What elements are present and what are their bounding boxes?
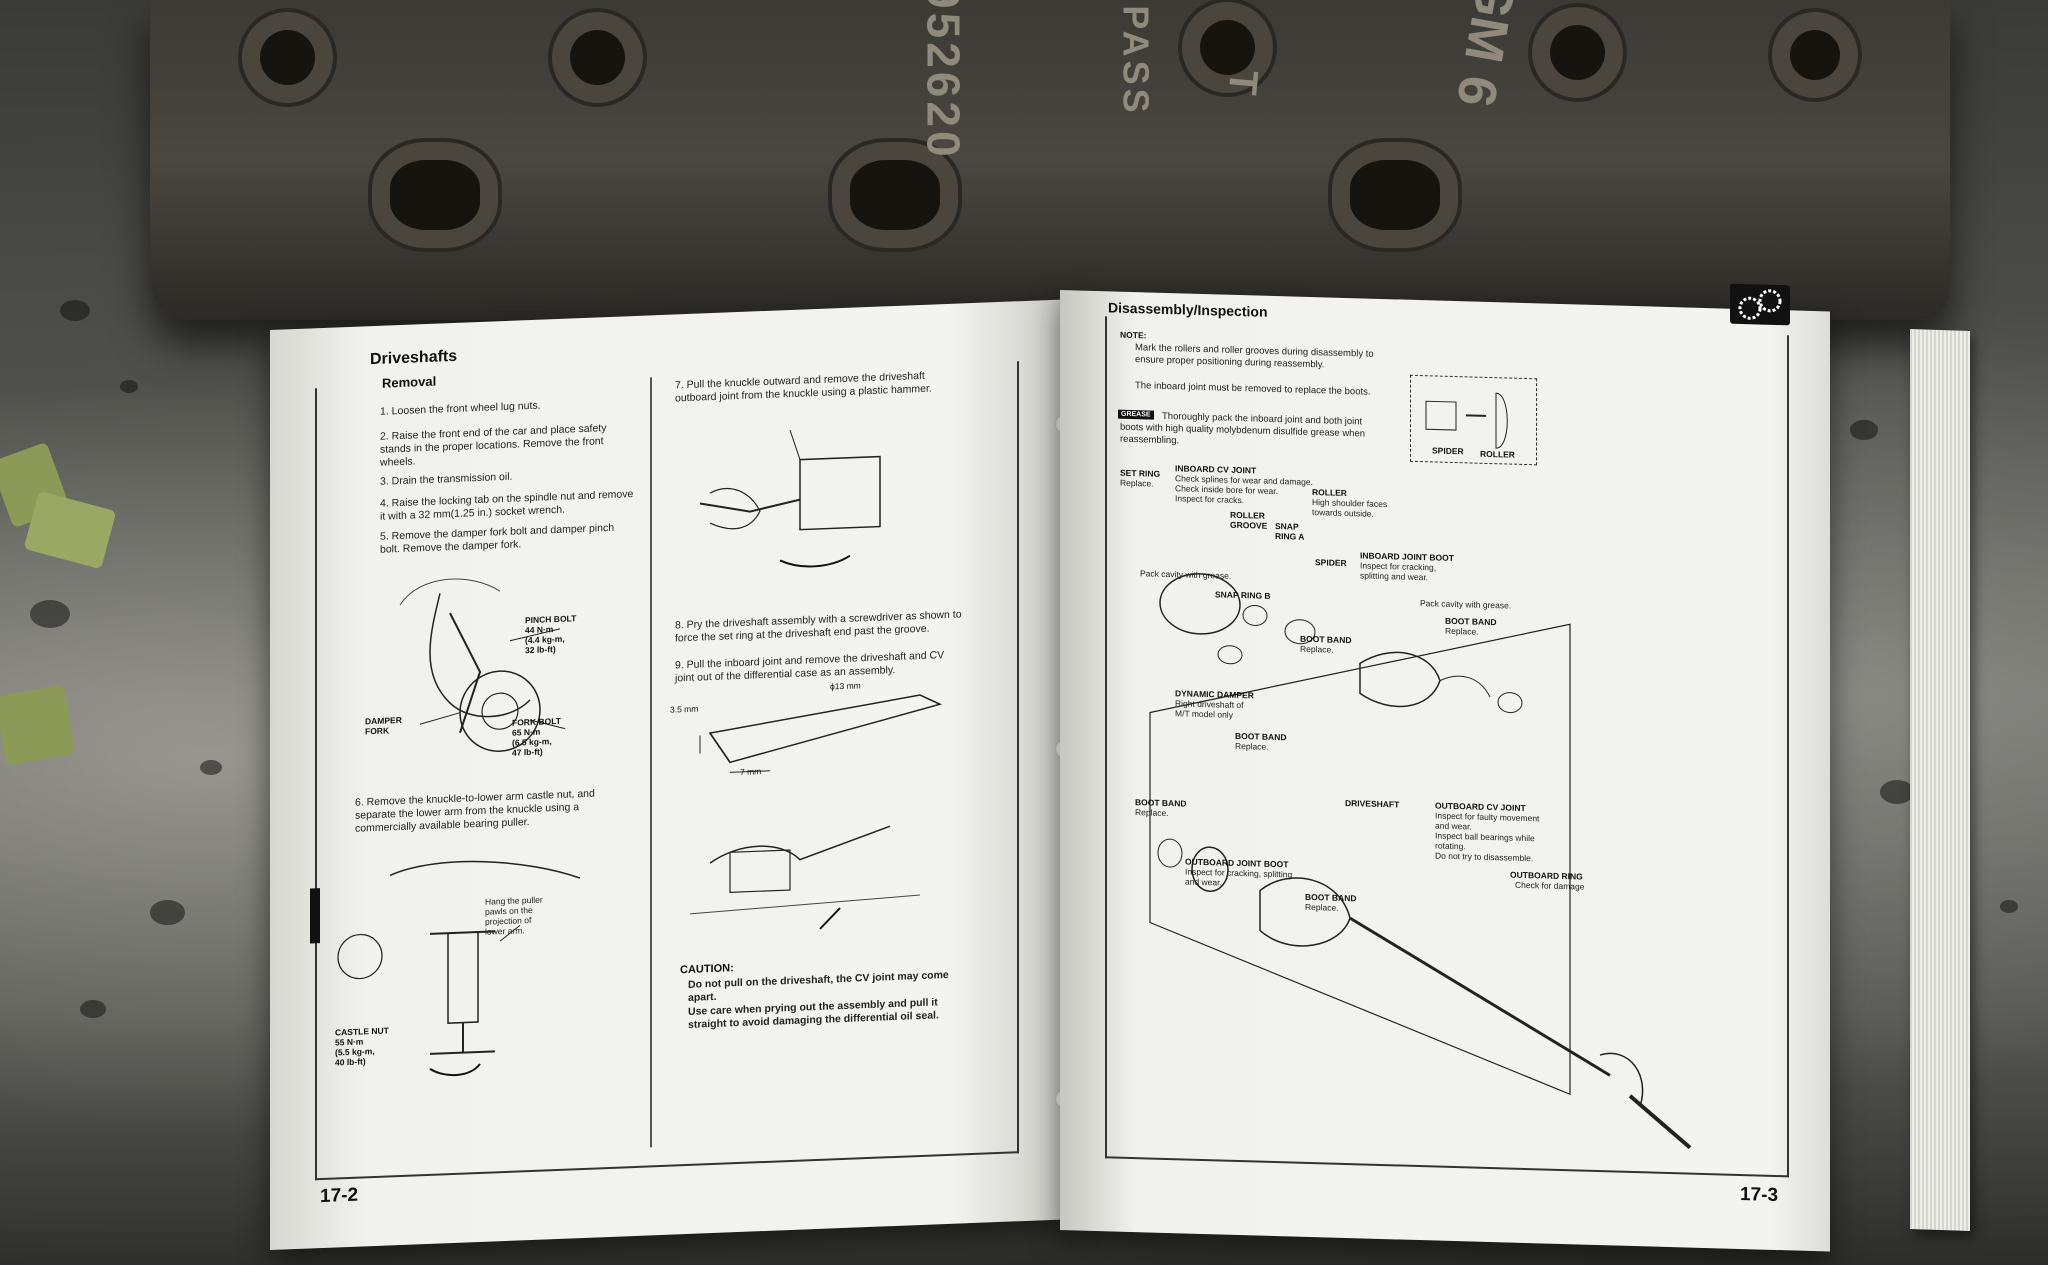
- label-boot-band-2-d: Replace.: [1300, 643, 1334, 655]
- knuckle-hammer-diagram: [699, 429, 881, 568]
- cv-joint-exploded-diagram: [1149, 573, 1692, 1150]
- port-opening: [390, 160, 480, 230]
- bolt-hole: [1200, 20, 1255, 75]
- label-pinch-bolt: PINCH BOLT 44 N·m (4.4 kg-m, 32 lb-ft): [525, 613, 577, 656]
- label-damper-fork: DAMPER FORK: [365, 714, 402, 737]
- right-page[interactable]: Disassembly/Inspection NOTE: Mark the ro…: [1060, 283, 1830, 1252]
- label-boot-band-1-d: Replace.: [1445, 625, 1479, 637]
- label-inboard-cv-d: Check splines for wear and damage. Check…: [1175, 473, 1313, 506]
- bench-stain: [200, 760, 222, 776]
- casting-number: 8952620: [917, 0, 970, 161]
- casting-gm: GM 6: [1445, 0, 1528, 112]
- casting-pass: PASS: [1115, 5, 1157, 117]
- section-title: Removal: [382, 373, 437, 391]
- bearing-puller-diagram: [337, 860, 581, 1076]
- note-title: NOTE:: [1120, 329, 1147, 341]
- label-set-ring-d: Replace.: [1120, 477, 1154, 489]
- label-boot-band-3-d: Replace.: [1235, 740, 1269, 752]
- casting-t: T: [1219, 68, 1266, 97]
- label-castle-nut: CASTLE NUT 55 N·m (5.5 kg-m, 40 lb-ft): [335, 1025, 389, 1068]
- label-outboard-ring-d: Check for damage: [1515, 879, 1585, 892]
- label-snap-ring-a: SNAP RING A: [1275, 521, 1305, 542]
- label-boot-band-5-d: Replace.: [1305, 901, 1339, 913]
- bench-stain: [30, 600, 70, 628]
- section-tab-marker: [310, 888, 320, 944]
- label-dim-7: 7 mm: [740, 766, 762, 777]
- bench-stain: [120, 380, 138, 393]
- bolt-hole: [1550, 25, 1605, 80]
- label-snap-ring-b: SNAP RING B: [1215, 589, 1271, 601]
- bench-stain: [150, 900, 185, 925]
- bolt-hole: [1790, 30, 1840, 80]
- spider-roller-inset: [1410, 374, 1537, 466]
- label-roller-groove: ROLLER GROOVE: [1230, 509, 1268, 531]
- label-dim-13: ϕ13 mm: [830, 680, 861, 692]
- left-page[interactable]: Driveshafts Removal 1. Loosen the front …: [270, 299, 1070, 1250]
- bolt-hole: [570, 30, 625, 85]
- label-roller-d: High shoulder faces towards outside.: [1312, 497, 1388, 519]
- damper-fork-diagram: [399, 578, 566, 752]
- label-dynamic-damper-d: Right driveshaft of M/T model only: [1175, 698, 1244, 720]
- page-stack-edge: [1910, 328, 1970, 1232]
- bench-stain: [1880, 780, 1914, 804]
- bench-stain: [2000, 900, 2018, 913]
- page-number-right: 17-3: [1740, 1183, 1779, 1207]
- bench-stain: [1850, 420, 1878, 440]
- label-spider: SPIDER: [1315, 557, 1347, 569]
- gears-icon: [1730, 283, 1790, 326]
- label-fork-bolt: FORK BOLT 65 N·m (6.5 kg-m, 47 lb-ft): [512, 715, 561, 758]
- label-outboard-boot-d: Inspect for cracking, splitting and wear…: [1185, 866, 1293, 888]
- bench-stain: [60, 300, 90, 321]
- port-opening: [1350, 160, 1440, 230]
- column-divider: [650, 377, 652, 1148]
- bench-stain: [80, 1000, 106, 1019]
- page-number-left: 17-2: [320, 1184, 359, 1208]
- screwdriver-diagram: [699, 694, 943, 773]
- service-manual: Driveshafts Removal 1. Loosen the front …: [270, 283, 1970, 1252]
- label-boot-band-4-d: Replace.: [1135, 807, 1169, 819]
- label-dim-35: 3.5 mm: [670, 703, 699, 715]
- pry-driveshaft-diagram: [690, 825, 920, 930]
- label-outboard-cv-d: Inspect for faulty movement and wear. In…: [1435, 810, 1540, 864]
- bolt-hole: [260, 30, 315, 85]
- port-opening: [850, 160, 940, 230]
- cylinder-head: 8952620 PASS GM 6 T: [150, 0, 1950, 320]
- label-inboard-boot-d: Inspect for cracking, splitting and wear…: [1360, 560, 1437, 583]
- label-driveshaft: DRIVESHAFT: [1345, 797, 1400, 810]
- tape-scrap: [0, 684, 76, 766]
- caution-title: CAUTION:: [680, 962, 734, 977]
- label-puller-note: Hang the puller pawls on the projection …: [485, 894, 543, 937]
- page-title: Driveshafts: [370, 347, 458, 369]
